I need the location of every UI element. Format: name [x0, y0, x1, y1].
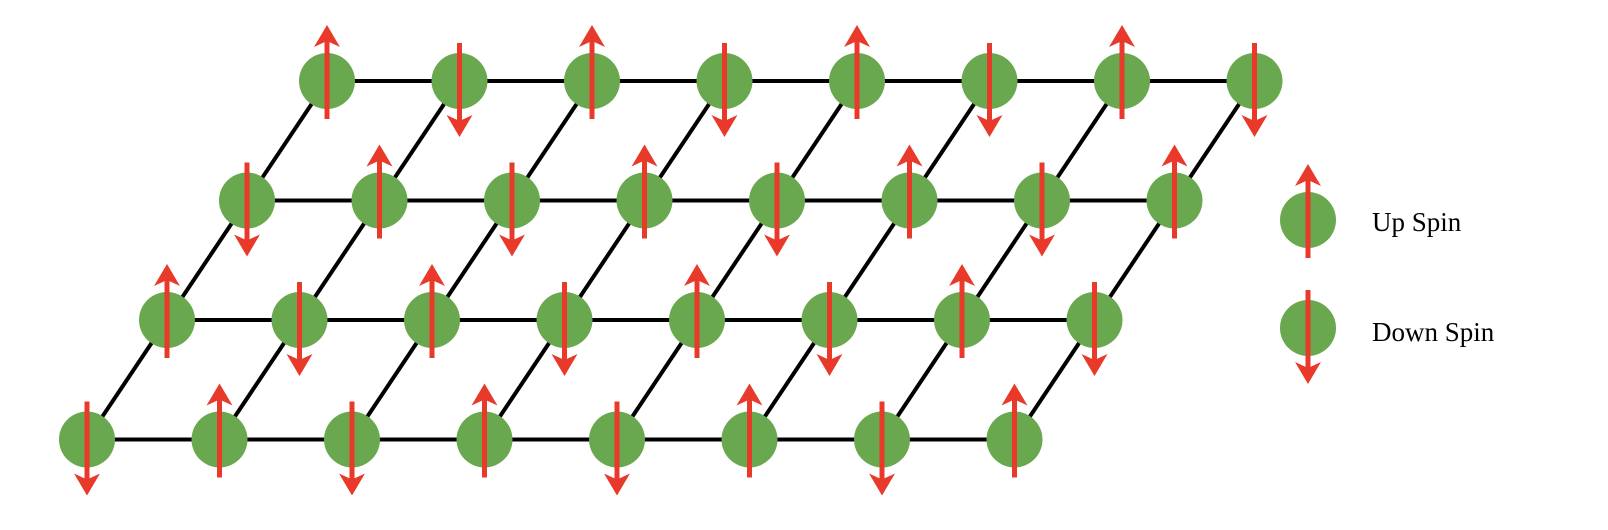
down-arrow-icon — [711, 115, 738, 137]
site-up-spin — [669, 264, 725, 358]
legend-up-spin-symbol — [1280, 164, 1336, 258]
site-up-spin — [351, 144, 408, 239]
up-arrow-icon — [684, 264, 710, 286]
site-up-spin — [1146, 144, 1203, 239]
down-arrow-icon — [234, 234, 260, 257]
up-arrow-icon — [1295, 164, 1321, 186]
down-arrow-icon — [74, 473, 100, 496]
site-up-spin — [829, 25, 885, 119]
down-arrow-icon — [446, 115, 473, 137]
site-up-spin — [456, 383, 513, 478]
site-down-spin — [431, 43, 488, 137]
up-arrow-icon — [631, 144, 658, 167]
site-down-spin — [801, 282, 858, 376]
site-down-spin — [1066, 282, 1123, 376]
site-down-spin — [219, 162, 275, 257]
up-arrow-icon — [844, 25, 870, 47]
up-arrow-icon — [579, 25, 605, 47]
site-up-spin — [139, 264, 195, 358]
legend-down-spin-label: Down Spin — [1372, 317, 1495, 347]
site-down-spin — [536, 282, 593, 376]
site-up-spin — [191, 383, 248, 478]
legend-up-spin-icon — [1280, 164, 1336, 258]
site-down-spin — [59, 401, 115, 496]
site-up-spin — [404, 264, 460, 358]
down-arrow-icon — [976, 115, 1003, 137]
up-arrow-icon — [366, 144, 393, 167]
site-up-spin — [299, 25, 355, 119]
site-down-spin — [271, 282, 328, 376]
down-arrow-icon — [604, 473, 630, 496]
up-arrow-icon — [1109, 25, 1135, 47]
site-down-spin — [854, 401, 910, 496]
site-down-spin — [961, 43, 1018, 137]
down-arrow-icon — [551, 354, 578, 376]
site-up-spin — [934, 264, 990, 358]
site-down-spin — [589, 401, 645, 496]
down-arrow-icon — [764, 234, 790, 257]
site-down-spin — [749, 162, 805, 257]
site-up-spin — [986, 383, 1043, 478]
up-arrow-icon — [419, 264, 445, 286]
site-down-spin — [1014, 162, 1070, 257]
lattice-sites — [59, 25, 1283, 496]
lattice-bonds — [85, 79, 1257, 442]
site-up-spin — [1094, 25, 1150, 119]
up-arrow-icon — [949, 264, 975, 286]
site-down-spin — [696, 43, 753, 137]
site-down-spin — [484, 162, 540, 257]
down-arrow-icon — [339, 473, 365, 496]
site-up-spin — [564, 25, 620, 119]
legend-down-spin-icon — [1280, 290, 1336, 384]
site-up-spin — [881, 144, 938, 239]
down-arrow-icon — [1295, 362, 1321, 384]
up-arrow-icon — [1001, 383, 1028, 406]
legend-up-spin-label: Up Spin — [1372, 207, 1462, 237]
up-arrow-icon — [736, 383, 763, 406]
down-arrow-icon — [1081, 354, 1108, 376]
up-arrow-icon — [154, 264, 180, 286]
down-arrow-icon — [816, 354, 843, 376]
down-arrow-icon — [1029, 234, 1055, 257]
legend: Up Spin Down Spin — [1280, 164, 1495, 384]
site-up-spin — [616, 144, 673, 239]
up-arrow-icon — [1161, 144, 1188, 167]
down-arrow-icon — [1241, 115, 1268, 137]
up-arrow-icon — [314, 25, 340, 47]
legend-down-spin-symbol — [1280, 290, 1336, 384]
down-arrow-icon — [286, 354, 313, 376]
site-down-spin — [1226, 43, 1283, 137]
down-arrow-icon — [499, 234, 525, 257]
site-up-spin — [721, 383, 778, 478]
site-down-spin — [324, 401, 380, 496]
up-arrow-icon — [471, 383, 498, 406]
up-arrow-icon — [896, 144, 923, 167]
up-arrow-icon — [206, 383, 233, 406]
down-arrow-icon — [869, 473, 895, 496]
